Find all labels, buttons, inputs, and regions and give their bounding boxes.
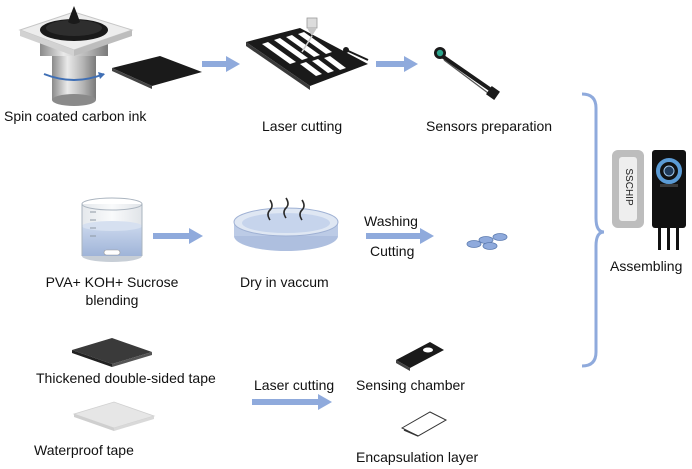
assembled-sensor-icon: [652, 150, 686, 250]
arrow-1: [202, 56, 240, 72]
label-waterproof-tape: Waterproof tape: [34, 442, 134, 458]
label-assembling: Assembling: [610, 258, 683, 274]
chip-icon: [612, 150, 644, 228]
label-sensors-preparation: Sensors preparation: [426, 118, 553, 134]
spin-coater-icon: [18, 6, 134, 106]
double-sided-tape-icon: [72, 338, 152, 367]
carbon-film-icon: [112, 56, 202, 89]
label-spin-coated: Spin coated carbon ink: [4, 108, 147, 124]
sensing-chamber-icon: [396, 342, 444, 371]
laser-cutter-icon: [246, 17, 369, 90]
arrow-5: [252, 394, 332, 410]
petri-dish-icon: [233, 197, 339, 251]
label-laser-cutting-bottom: Laser cutting: [254, 377, 335, 393]
cut-sensor-strip: [343, 47, 369, 61]
label-encapsulation-layer: Encapsulation layer: [356, 449, 479, 465]
label-dry-vaccum: Dry in vaccum: [240, 274, 329, 290]
brace: [581, 92, 605, 368]
waterproof-tape-icon: [72, 401, 156, 431]
arrow-3: [153, 228, 203, 244]
label-laser-cutting-top: Laser cutting: [262, 118, 343, 134]
beaker-icon: [81, 197, 143, 262]
label-sensing-chamber: Sensing chamber: [356, 377, 465, 393]
label-thickened-tape: Thickened double-sided tape: [36, 370, 216, 386]
encapsulation-layer-icon: [400, 411, 448, 437]
chip-text: SSCHIP: [623, 168, 634, 206]
label-pva-line2: blending: [85, 292, 139, 308]
label-cutting: Cutting: [370, 243, 415, 259]
gel-discs-icon: [466, 233, 508, 250]
arrow-2: [376, 56, 418, 72]
sensor-icon: [434, 47, 500, 100]
label-pva-line1: PVA+ KOH+ Sucrose: [45, 274, 179, 290]
arrow-4: [366, 228, 434, 244]
label-washing: Washing: [364, 213, 418, 229]
